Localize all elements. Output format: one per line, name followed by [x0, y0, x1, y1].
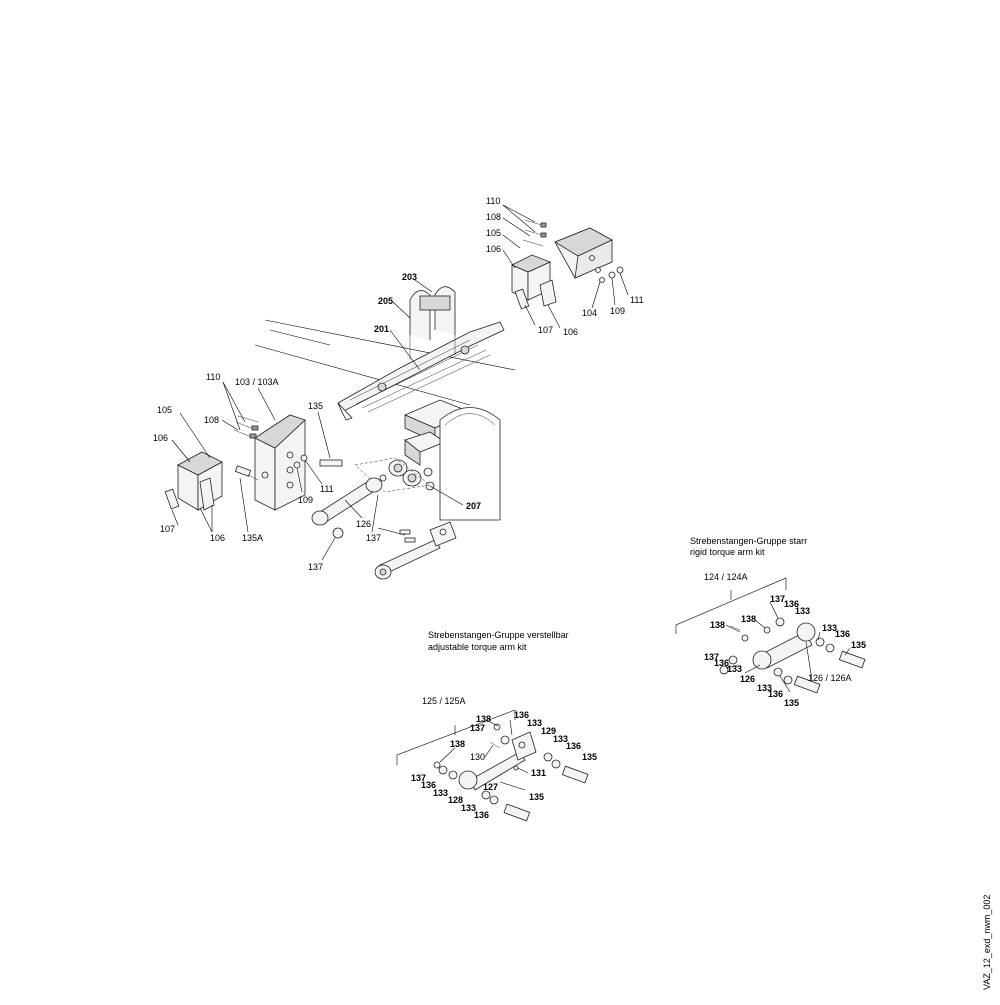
callout-136-adj-top: 136: [514, 710, 529, 720]
callout-137-rigid-left: 137: [704, 652, 719, 662]
callout-126-126A: 126 / 126A: [808, 673, 852, 683]
callout-136-rigid-left: 136: [714, 658, 729, 668]
callout-137-adj-left: 137: [411, 773, 426, 783]
callout-111-left: 111: [320, 484, 334, 494]
leaf-spring: [337, 321, 505, 421]
adjustable-kit-title-de: Strebenstangen-Gruppe verstellbar: [428, 630, 569, 640]
chassis-frame-lines: [254, 319, 516, 406]
rigid-kit-title-en: rigid torque arm kit: [690, 547, 765, 557]
callout-137-left-b: 137: [308, 562, 323, 572]
callout-109-right: 109: [610, 306, 625, 316]
callout-135-rigid-bottom: 135: [784, 698, 799, 708]
callout-labels: 110 108 105 106 107 106 104 109 111 203 …: [153, 196, 866, 820]
right-bolts: [522, 219, 624, 283]
callout-136-adj-right: 136: [566, 741, 581, 751]
callout-107-left: 107: [160, 524, 175, 534]
callout-126-left: 126: [356, 519, 371, 529]
callout-138-adj-left: 138: [450, 739, 465, 749]
callout-111-right: 111: [630, 295, 644, 305]
callout-138-rigid-b: 138: [741, 614, 756, 624]
callout-106-left-b: 106: [210, 533, 225, 543]
callout-108-left: 108: [204, 415, 219, 425]
adjustable-arm-mid: [374, 521, 457, 580]
callout-108-right: 108: [486, 212, 501, 222]
callout-130: 130: [470, 752, 485, 762]
callout-106-right-a: 106: [486, 244, 501, 254]
callout-104: 104: [582, 308, 597, 318]
callout-138-rigid-a: 138: [710, 620, 725, 630]
callout-135-left: 135: [308, 401, 323, 411]
wheel-arc: [439, 407, 501, 521]
callout-201: 201: [374, 324, 389, 334]
callout-136-rigid-top: 136: [784, 599, 799, 609]
callout-205: 205: [378, 296, 393, 306]
drawing-code: VAZ_12_exd_nwm_002: [982, 895, 992, 990]
callout-137-adj-top: 137: [470, 723, 485, 733]
callout-133-rigid-left: 133: [727, 664, 742, 674]
callout-109-left: 109: [298, 495, 313, 505]
callout-136-rigid-right: 136: [835, 629, 850, 639]
rigid-kit-frame: [675, 577, 787, 634]
callout-110-left: 110: [206, 372, 220, 382]
callout-135-adj-right: 135: [582, 752, 597, 762]
callout-103-103A: 103 / 103A: [235, 377, 279, 387]
adjustable-kit-title-en: adjustable torque arm kit: [428, 642, 527, 652]
callout-133-rigid-mid: 133: [757, 683, 772, 693]
callout-124-124A: 124 / 124A: [704, 572, 748, 582]
callout-105-right: 105: [486, 228, 501, 238]
u-bolts: [409, 286, 456, 360]
callout-129: 129: [541, 726, 556, 736]
right-hanger-bracket: [554, 227, 613, 279]
callout-136-adj-left: 136: [421, 780, 436, 790]
callout-127: 127: [483, 782, 498, 792]
callout-136-rigid-mid: 136: [768, 689, 783, 699]
right-small-brackets: [511, 254, 557, 310]
callout-203: 203: [402, 272, 417, 282]
callout-138-adj-top: 138: [476, 714, 491, 724]
bushings-207: [354, 457, 435, 493]
adjustable-kit-parts: [433, 723, 589, 822]
callout-135-rigid-right: 135: [851, 640, 866, 650]
callout-106-right-b: 106: [563, 327, 578, 337]
callout-133-adj-left: 133: [433, 788, 448, 798]
callout-133-adj-top: 133: [527, 718, 542, 728]
rigid-kit-parts: [719, 617, 866, 694]
rigid-kit-title-de: Strebenstangen-Gruppe starr: [690, 536, 807, 546]
left-bolts: [233, 415, 343, 481]
callout-110-right: 110: [486, 196, 500, 206]
callout-135-adj-bottom: 135: [529, 792, 544, 802]
callout-133-adj-right: 133: [553, 734, 568, 744]
callout-133-rigid-top: 133: [795, 606, 810, 616]
leader-lines: [171, 204, 851, 791]
callout-135A: 135A: [242, 533, 263, 543]
adjustable-kit-frame: [396, 709, 516, 765]
callout-136-adj-bottom: 136: [474, 810, 489, 820]
callout-137-rigid-top: 137: [770, 594, 785, 604]
callout-107-right: 107: [538, 325, 553, 335]
callout-125-125A: 125 / 125A: [422, 696, 466, 706]
callout-126-rigid: 126: [740, 674, 755, 684]
callout-137-left-a: 137: [366, 533, 381, 543]
callout-133-adj-bottom: 133: [461, 803, 476, 813]
callout-131: 131: [531, 768, 546, 778]
callout-106-left-a: 106: [153, 433, 168, 443]
callout-207: 207: [466, 501, 481, 511]
callout-133-rigid-right: 133: [822, 623, 837, 633]
left-small-brackets: [164, 451, 223, 511]
left-hanger-bracket: [254, 414, 306, 511]
torque-arm-126: [311, 474, 387, 539]
callout-105-left: 105: [157, 405, 172, 415]
callout-128: 128: [448, 795, 463, 805]
